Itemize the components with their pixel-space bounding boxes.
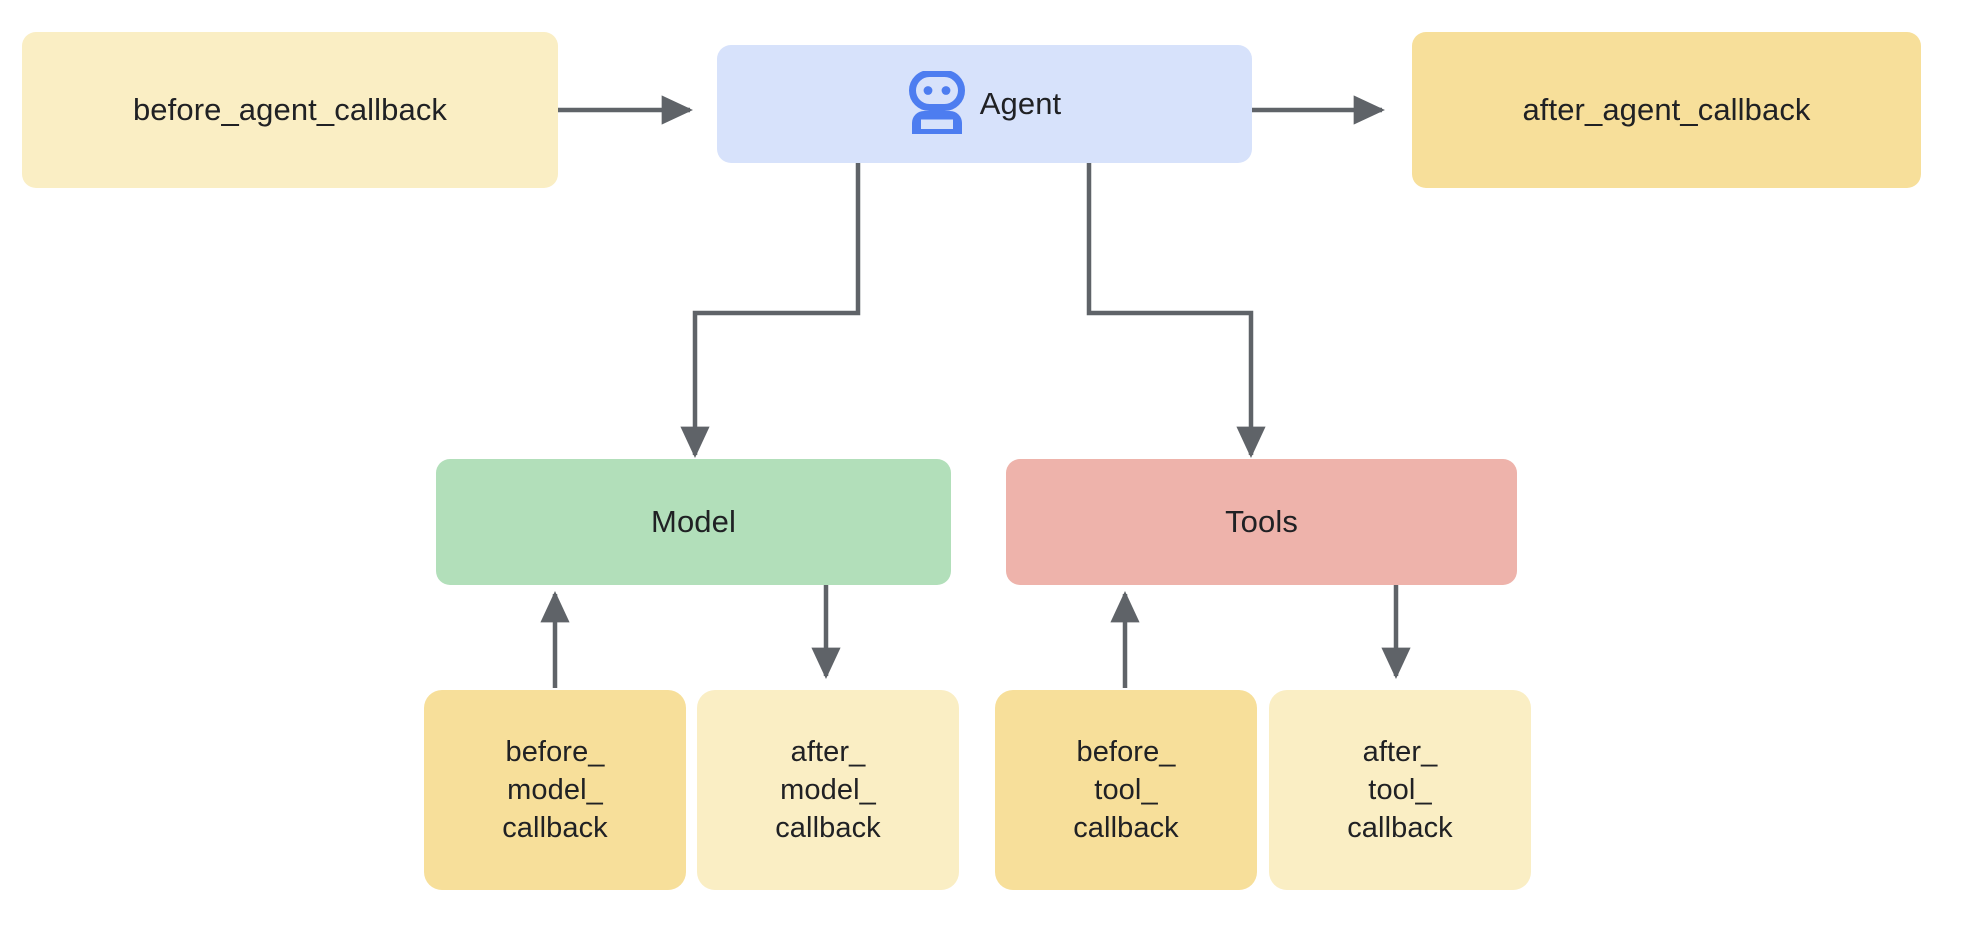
node-after-agent-callback-label: after_agent_callback [1522,91,1811,127]
node-before-model-callback[interactable]: before_ model_ callback [424,690,686,890]
node-after-agent-callback[interactable]: after_agent_callback [1412,32,1921,188]
node-after-tool-callback[interactable]: after_ tool_ callback [1269,690,1531,890]
node-before-tool-callback[interactable]: before_ tool_ callback [995,690,1257,890]
node-model[interactable]: Model [436,459,951,585]
node-before-agent-callback[interactable]: before_agent_callback [22,32,558,188]
node-agent-label: Agent [979,85,1062,121]
edge-agent-to-tools [1086,163,1266,458]
node-agent[interactable]: Agent [717,45,1252,163]
node-after-model-callback[interactable]: after_ model_ callback [697,690,959,890]
node-after-tool-callback-label: after_ tool_ callback [1347,735,1453,845]
node-model-label: Model [651,503,736,539]
node-tools[interactable]: Tools [1006,459,1517,585]
node-before-model-callback-label: before_ model_ callback [502,735,608,845]
node-before-tool-callback-label: before_ tool_ callback [1073,735,1179,845]
node-after-model-callback-label: after_ model_ callback [775,735,881,845]
robot-icon [908,71,966,137]
node-before-agent-callback-label: before_agent_callback [132,91,448,127]
edge-agent-to-model [680,163,861,458]
node-tools-label: Tools [1225,503,1298,539]
